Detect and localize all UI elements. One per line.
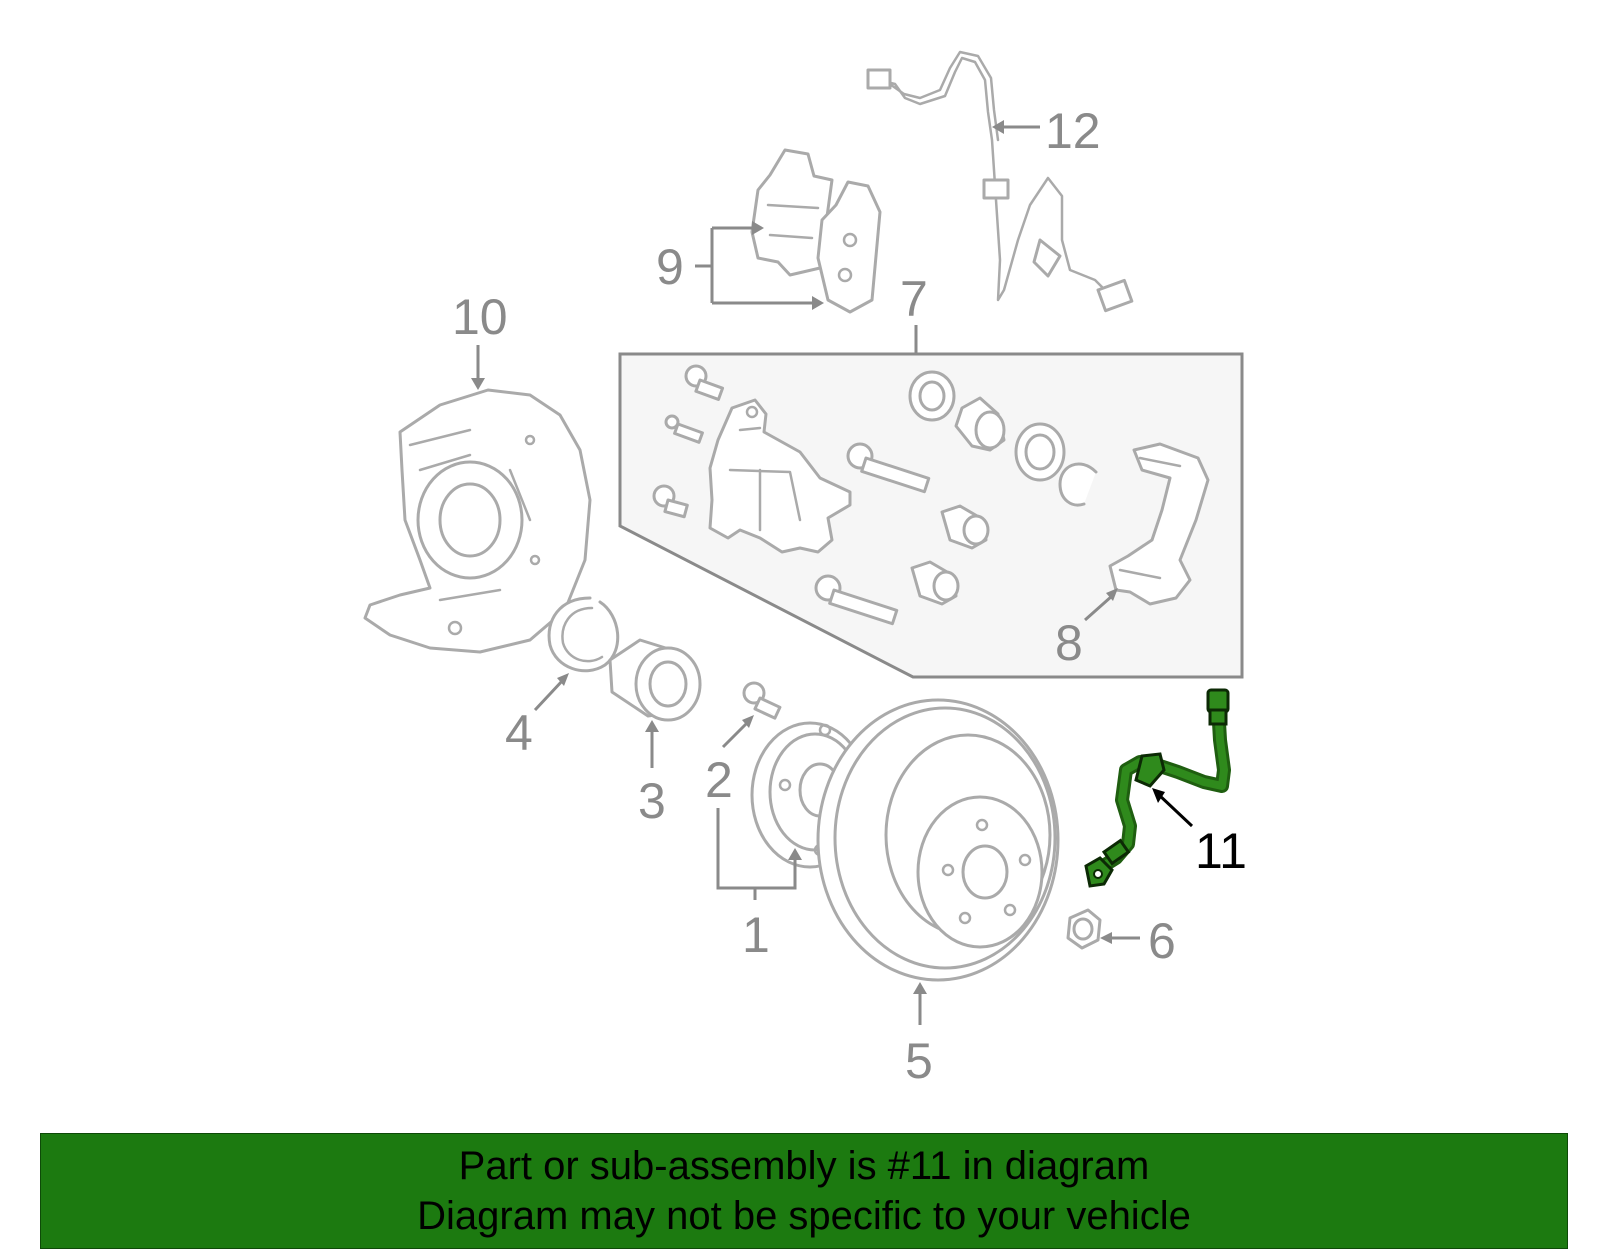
arrow-1: [788, 848, 802, 860]
brake-hose: [1084, 688, 1231, 888]
bleeder-bolt: [684, 364, 725, 401]
wheel-bearing: [608, 638, 702, 722]
guide-pin-lower: [814, 574, 899, 626]
callout-12: 12: [1045, 103, 1101, 159]
caliper-assembly: [708, 398, 852, 554]
callout-2: 2: [705, 752, 733, 808]
arrow-9b: [812, 296, 824, 310]
hub-bolt: [742, 681, 782, 720]
leader-8: [1084, 594, 1113, 622]
caliper-kit-box: [618, 352, 1244, 679]
arrow-8: [1106, 588, 1118, 601]
callout-7: 7: [900, 271, 928, 327]
callout-6: 6: [1148, 913, 1176, 969]
piston-seal: [908, 370, 956, 422]
callout-11: 11: [1195, 823, 1247, 879]
arrow-5: [913, 982, 927, 994]
callout-3: 3: [638, 773, 666, 829]
arrow-12: [992, 120, 1004, 134]
guide-pin-upper: [846, 442, 931, 494]
callout-5: 5: [905, 1033, 933, 1089]
bleeder-cap: [664, 414, 704, 444]
piston: [954, 396, 1006, 452]
arrow-10: [471, 378, 485, 390]
brake-pads: [750, 148, 882, 314]
leader-4: [533, 678, 565, 712]
piston-boot: [1014, 422, 1066, 482]
callout-8: 8: [1055, 615, 1083, 671]
brake-rotor: [816, 698, 1060, 982]
callout-10: 10: [452, 289, 508, 345]
arrow-9a: [752, 221, 764, 235]
callout-9: 9: [656, 239, 684, 295]
banner-line-1: Part or sub-assembly is #11 in diagram: [458, 1144, 1150, 1188]
banner-line-2: Diagram may not be specific to your vehi…: [417, 1194, 1191, 1238]
callout-1: 1: [742, 907, 770, 963]
arrow-4: [557, 673, 569, 686]
arrow-11: [1152, 788, 1165, 803]
snap-ring: [547, 596, 620, 673]
pin-boot-lower: [910, 560, 960, 606]
lug-nut: [1066, 908, 1102, 950]
caliper-bolt-small: [652, 484, 689, 519]
leader-2: [721, 720, 750, 749]
arrow-6: [1100, 932, 1112, 944]
caliper-bracket: [1108, 442, 1210, 606]
info-banner: Part or sub-assembly is #11 in diagram D…: [40, 1133, 1568, 1249]
callout-4: 4: [505, 705, 533, 761]
pin-boot-upper: [940, 504, 990, 550]
retaining-ring: [1058, 462, 1098, 507]
leader-11: [1156, 792, 1194, 828]
dust-shield: [363, 388, 592, 654]
arrow-2: [742, 715, 754, 728]
arrow-3: [645, 720, 659, 732]
abs-sensor: [866, 50, 1134, 313]
